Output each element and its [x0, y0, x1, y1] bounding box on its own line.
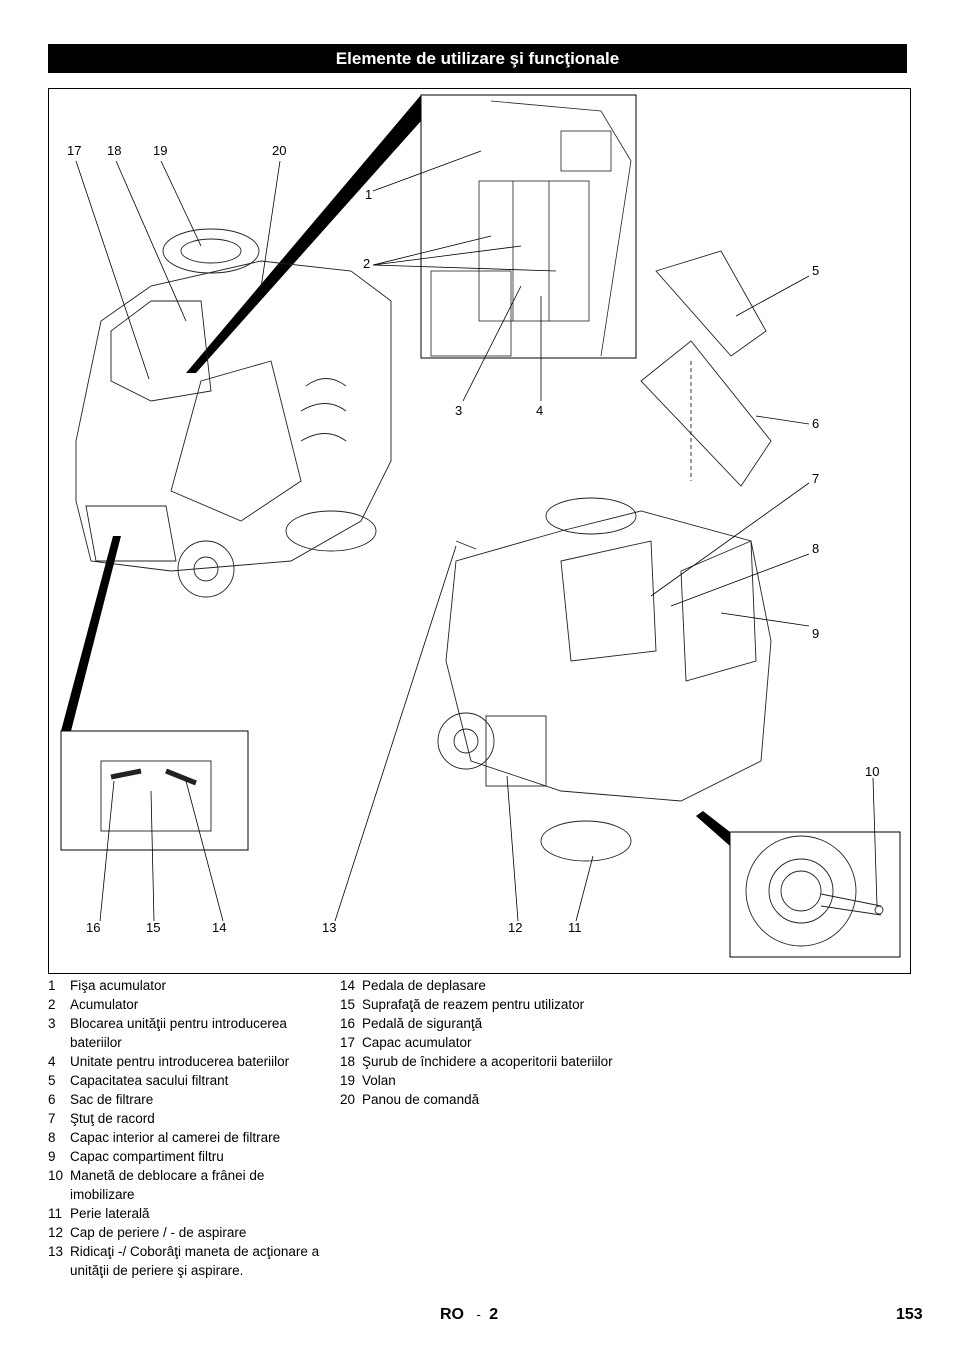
legend-number: 3 [48, 1016, 56, 1031]
legend-item: 20 Panou de comandă [340, 1090, 630, 1109]
legend-number: 18 [340, 1054, 356, 1069]
section-page: 2 [489, 1306, 499, 1323]
figure-frame: 1 2 3 4 5 6 7 8 9 10 11 12 13 14 15 16 1… [48, 88, 911, 974]
legend-item: 2 Acumulator [48, 995, 328, 1014]
callout-5: 5 [812, 263, 820, 278]
legend-text: Cap de periere / - de aspirare [70, 1225, 247, 1240]
legend-text: Şurub de închidere a acoperitorii bateri… [362, 1054, 613, 1069]
language-code: RO [440, 1306, 464, 1323]
filter-bag-capacity [655, 250, 767, 357]
legend-number: 20 [340, 1092, 356, 1107]
legend-text: Volan [362, 1073, 396, 1088]
legend-text: Sac de filtrare [70, 1092, 154, 1107]
legend-text: Manetă de deblocare a frânei de imobiliz… [70, 1168, 265, 1202]
legend-number: 13 [48, 1244, 64, 1259]
callout-14: 14 [212, 920, 227, 935]
callout-8: 8 [812, 541, 820, 556]
page-number: 153 [896, 1306, 923, 1323]
legend-text: Ştuţ de racord [70, 1111, 155, 1126]
separator: - [476, 1307, 481, 1322]
legend-right: 14 Pedala de deplasare 15 Suprafaţă de reaz… [340, 976, 630, 1109]
callout-9: 9 [812, 626, 820, 641]
legend-item: 12 Cap de periere / - de aspirare [48, 1223, 328, 1242]
legend-text: Capac interior al camerei de filtrare [70, 1130, 281, 1145]
legend-item: 7 Ştuţ de racord [48, 1109, 328, 1128]
legend-item: 9 Capac compartiment filtru [48, 1147, 328, 1166]
legend-number: 4 [48, 1054, 56, 1069]
legend-text: Perie laterală [70, 1206, 150, 1221]
legend-left: 1 Fişa acumulator 2 Acumulator 3 Blocarea uni… [48, 976, 328, 1280]
legend-item: 6 Sac de filtrare [48, 1090, 328, 1109]
legend-text: Unitate pentru introducerea bateriilor [70, 1054, 290, 1069]
legend-number: 5 [48, 1073, 56, 1088]
callout-4: 4 [536, 403, 544, 418]
legend-number: 10 [48, 1168, 64, 1183]
legend-item: 8 Capac interior al camerei de filtrare [48, 1128, 328, 1147]
callout-15: 15 [146, 920, 161, 935]
legend-item: 17 Capac acumulator [340, 1033, 630, 1052]
callout-1: 1 [365, 187, 373, 202]
legend-number: 8 [48, 1130, 56, 1145]
legend-item: 18 Şurub de închidere a acoperitorii bate… [340, 1052, 630, 1071]
legend-number: 2 [48, 997, 56, 1012]
callout-20: 20 [272, 143, 287, 158]
footer-code: RO - 2 [440, 1306, 498, 1324]
callout-13: 13 [322, 920, 337, 935]
callout-18: 18 [107, 143, 122, 158]
callout-3: 3 [455, 403, 463, 418]
filter-bag [640, 340, 772, 487]
brake-detail-box [729, 831, 901, 958]
legend-number: 1 [48, 978, 56, 993]
callout-19: 19 [153, 143, 168, 158]
callout-11: 11 [568, 920, 582, 935]
callout-2: 2 [363, 256, 371, 271]
callout-16: 16 [86, 920, 101, 935]
legend-number: 11 [48, 1206, 63, 1221]
legend-item: 14 Pedala de deplasare [340, 976, 630, 995]
legend-item: 16 Pedală de siguranţă [340, 1014, 630, 1033]
callout-6: 6 [812, 416, 820, 431]
legend-text: Capacitatea sacului filtrant [70, 1073, 229, 1088]
pedal-detail-box [60, 730, 249, 851]
legend-text: Blocarea unităţii pentru introducerea ba… [70, 1016, 287, 1050]
machine-illustration [60, 94, 901, 958]
callout-7: 7 [812, 471, 820, 486]
legend-text: Pedală de siguranţă [362, 1016, 483, 1031]
legend-number: 6 [48, 1092, 56, 1107]
callout-12: 12 [508, 920, 523, 935]
legend-item: 3 Blocarea unităţii pentru introducerea b… [48, 1014, 328, 1052]
legend-text: Fişa acumulator [70, 978, 167, 993]
legend-item: 4 Unitate pentru introducerea bateriilor [48, 1052, 328, 1071]
legend-text: Capac compartiment filtru [70, 1149, 224, 1164]
legend-item: 10 Manetă de deblocare a frânei de imobil… [48, 1166, 328, 1204]
callout-17: 17 [67, 143, 82, 158]
legend-item: 15 Suprafaţă de reazem pentru utilizator [340, 995, 630, 1014]
legend-number: 14 [340, 978, 356, 993]
legend-item: 5 Capacitatea sacului filtrant [48, 1071, 328, 1090]
section-title: Elemente de utilizare şi funcţionale [48, 44, 907, 73]
legend-item: 19 Volan [340, 1071, 630, 1090]
legend-text: Panou de comandă [362, 1092, 480, 1107]
legend-number: 17 [340, 1035, 356, 1050]
legend-text: Acumulator [70, 997, 139, 1012]
legend-number: 19 [340, 1073, 356, 1088]
legend-number: 7 [48, 1111, 56, 1126]
legend-number: 15 [340, 997, 356, 1012]
legend-number: 9 [48, 1149, 56, 1164]
legend-item: 13 Ridicaţi -/ Coborâţi maneta de acţiona… [48, 1242, 328, 1280]
legend-item: 11 Perie laterală [48, 1204, 328, 1223]
legend-text: Pedala de deplasare [362, 978, 486, 993]
battery-detail-box [420, 94, 637, 359]
legend-number: 16 [340, 1016, 356, 1031]
legend-text: Capac acumulator [362, 1035, 472, 1050]
legend-text: Suprafaţă de reazem pentru utilizator [362, 997, 585, 1012]
legend-text: Ridicaţi -/ Coborâţi maneta de acţionare… [70, 1244, 320, 1278]
callout-10: 10 [865, 764, 880, 779]
legend-item: 1 Fişa acumulator [48, 976, 328, 995]
legend-number: 12 [48, 1225, 64, 1240]
